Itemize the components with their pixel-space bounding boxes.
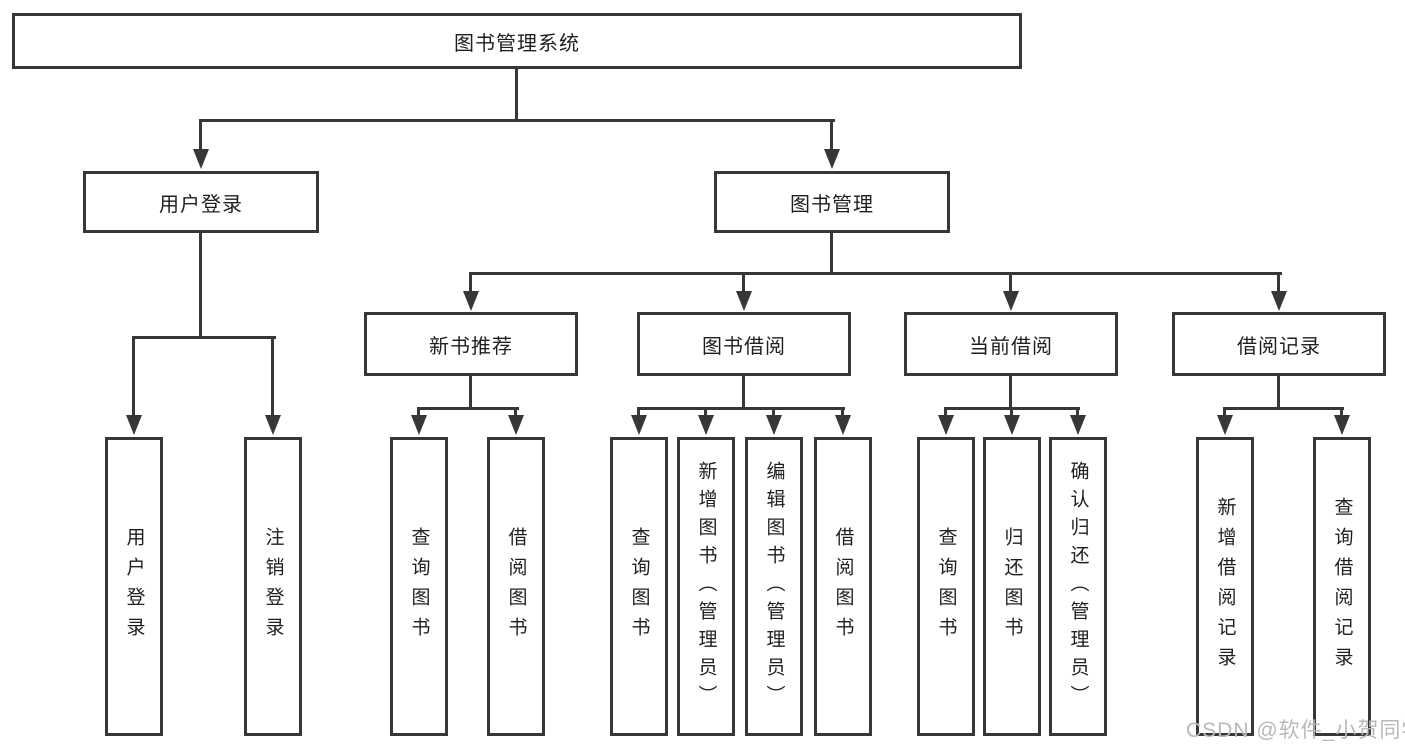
leaf-label: 借阅图书 [505,526,527,647]
node-new-book-recommend-label: 新书推荐 [429,335,513,358]
connector-new-book-bar [417,407,519,410]
leaf-query-books: 查询图书 [390,437,448,736]
arrow-down-icon [265,415,281,435]
node-book-management-label: 图书管理 [790,193,874,216]
leaf-add-book-admin: 新增图书（管理员） [677,437,735,736]
leaf-logout: 注销登录 [244,437,302,736]
connector-borrow-record-stem [1277,376,1280,410]
leaf-label: 归还图书 [1001,526,1023,647]
leaf-label: 用户登录 [123,526,145,647]
node-user-login-label: 用户登录 [159,193,243,216]
node-current-borrow: 当前借阅 [904,312,1118,376]
leaf-label: 查询借阅记录 [1331,496,1353,677]
leaf-edit-book-admin: 编辑图书（管理员） [745,437,803,736]
connector-leaf-drop [841,407,844,417]
node-book-borrow-label: 图书借阅 [702,335,786,358]
connector-leaf-drop [132,336,135,418]
connector-book-borrow-bar [637,407,845,410]
connector-user-login-drop [199,119,202,153]
connector-leaf-drop [1223,407,1226,417]
arrow-down-icon [1271,291,1287,311]
connector-book-management-stem [830,233,833,275]
arrow-down-icon [508,415,524,435]
arrow-down-icon [736,291,752,311]
leaf-label: 借阅图书 [832,526,854,647]
arrow-down-icon [835,415,851,435]
arrow-down-icon [1334,415,1350,435]
arrow-down-icon [824,149,840,169]
leaf-user-login: 用户登录 [105,437,163,736]
arrow-down-icon [1004,415,1020,435]
leaf-label: 新增图书（管理员） [695,460,717,713]
connector-new-book-stem [469,376,472,410]
node-borrow-record-label: 借阅记录 [1237,335,1321,358]
leaf-label: 确认归还（管理员） [1067,460,1089,713]
arrow-down-icon [698,415,714,435]
arrow-down-icon [126,415,142,435]
leaf-label: 编辑图书（管理员） [763,460,785,713]
leaf-add-borrow-record: 新增借阅记录 [1196,437,1254,736]
connector-level3-drop [1277,272,1280,294]
arrow-down-icon [938,415,954,435]
connector-book-management-bar [469,272,1282,275]
connector-leaf-drop [417,407,420,417]
arrow-down-icon [631,415,647,435]
node-root-label: 图书管理系统 [454,32,580,55]
arrow-down-icon [766,415,782,435]
leaf-query-books: 查询图书 [610,437,668,736]
leaf-label: 查询图书 [408,526,430,647]
connector-leaf-drop [772,407,775,417]
node-root: 图书管理系统 [12,13,1022,69]
connector-leaf-drop [637,407,640,417]
connector-borrow-record-bar [1223,407,1344,410]
connector-leaf-drop [514,407,517,417]
connector-book-borrow-stem [742,376,745,410]
connector-leaf-drop [1010,407,1013,417]
arrow-down-icon [463,291,479,311]
node-book-management: 图书管理 [714,171,950,233]
connector-leaf-drop [1076,407,1079,417]
node-borrow-record: 借阅记录 [1172,312,1386,376]
connector-current-borrow-stem [1009,376,1012,410]
connector-leaf-drop [1340,407,1343,417]
connector-level3-drop [469,272,472,294]
leaf-return-books: 归还图书 [983,437,1041,736]
leaf-query-borrow-record: 查询借阅记录 [1313,437,1371,736]
leaf-borrow-books: 借阅图书 [814,437,872,736]
leaf-label: 查询图书 [628,526,650,647]
connector-root-bar [199,119,835,122]
connector-root-stem [515,69,518,122]
leaf-confirm-return-admin: 确认归还（管理员） [1049,437,1107,736]
leaf-label: 新增借阅记录 [1214,496,1236,677]
arrow-down-icon [411,415,427,435]
connector-leaf-drop [704,407,707,417]
node-book-borrow: 图书借阅 [637,312,851,376]
connector-user-login-stem [199,233,202,339]
connector-user-login-bar [132,336,276,339]
leaf-query-books: 查询图书 [917,437,975,736]
watermark: CSDN @软件_小贺同学 [1186,719,1405,742]
connector-leaf-drop [944,407,947,417]
node-current-borrow-label: 当前借阅 [969,335,1053,358]
arrow-down-icon [1070,415,1086,435]
connector-book-management-drop [830,119,833,153]
leaf-borrow-books: 借阅图书 [487,437,545,736]
node-user-login: 用户登录 [83,171,319,233]
node-new-book-recommend: 新书推荐 [364,312,578,376]
connector-leaf-drop [271,336,274,418]
arrow-down-icon [1003,291,1019,311]
arrow-down-icon [193,149,209,169]
connector-level3-drop [1009,272,1012,294]
connector-level3-drop [742,272,745,294]
leaf-label: 注销登录 [262,526,284,647]
arrow-down-icon [1217,415,1233,435]
leaf-label: 查询图书 [935,526,957,647]
